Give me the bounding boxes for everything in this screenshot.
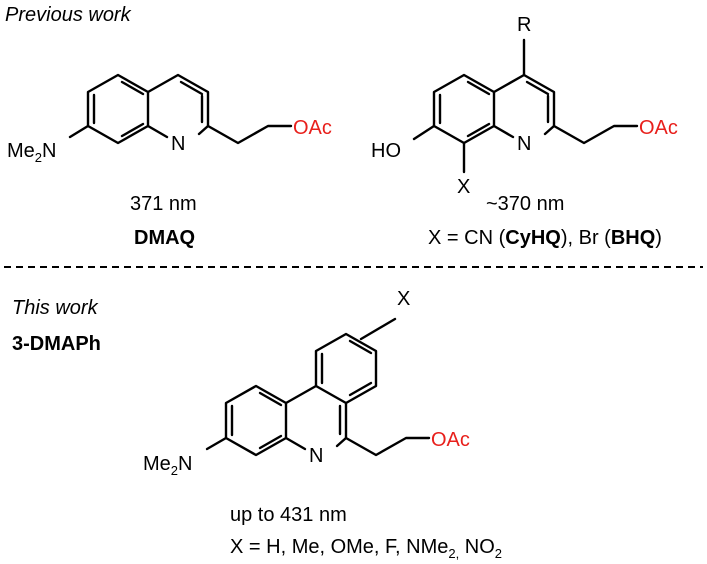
hq-r-group: R bbox=[517, 14, 531, 36]
dmaph-structure bbox=[205, 317, 431, 457]
dmaph-wavelength: up to 431 nm bbox=[230, 504, 347, 526]
hq-structure bbox=[412, 38, 639, 174]
hq-ring-nitrogen: N bbox=[517, 133, 531, 155]
hq-substituents: X = CN (CyHQ), Br (BHQ) bbox=[428, 227, 662, 249]
dmaq-wavelength: 371 nm bbox=[130, 193, 197, 215]
hq-hydroxy-label: HO bbox=[371, 140, 401, 162]
dmaq-amine-label: Me2N bbox=[7, 140, 56, 165]
dmaq-structure bbox=[68, 73, 293, 145]
dmaph-ester-label: OAc bbox=[431, 429, 470, 451]
dmaph-substituents: X = H, Me, OMe, F, NMe2, NO2 bbox=[230, 536, 502, 561]
hq-ester-label: OAc bbox=[639, 117, 678, 139]
dmaq-name: DMAQ bbox=[134, 227, 195, 249]
compound-name-3-dmaph: 3-DMAPh bbox=[12, 333, 101, 355]
dmaph-amine-label: Me2N bbox=[143, 453, 192, 478]
this-work-heading: This work bbox=[12, 297, 99, 319]
dmaq-ring-nitrogen: N bbox=[171, 133, 185, 155]
previous-work-heading: Previous work bbox=[5, 4, 132, 26]
hq-x-group: X bbox=[457, 176, 470, 198]
dmaph-x-group: X bbox=[397, 288, 410, 310]
dmaph-ring-nitrogen: N bbox=[309, 445, 323, 467]
hq-wavelength: ~370 nm bbox=[486, 193, 564, 215]
dmaq-ester-label: OAc bbox=[293, 117, 332, 139]
